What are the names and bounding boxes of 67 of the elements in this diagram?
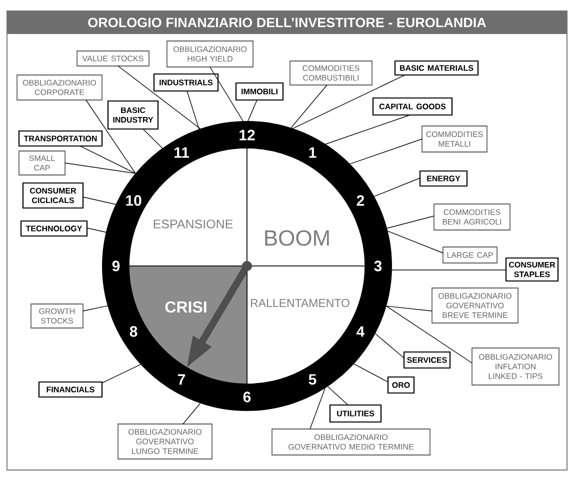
label-box: SERVICES <box>403 351 451 369</box>
label-box: CONSUMER STAPLES <box>505 257 559 282</box>
label-box: COMMODITIES BENI AGRICOLI <box>434 204 510 230</box>
label-box: UTILITIES <box>329 404 382 423</box>
clock-number: 10 <box>126 195 142 206</box>
clock-number: 3 <box>374 260 382 272</box>
clock-number: 7 <box>178 374 186 385</box>
clock-number: 5 <box>308 374 316 385</box>
leader-line <box>142 128 163 149</box>
clock-number: 6 <box>243 392 251 402</box>
leader-line <box>82 305 108 312</box>
leader-line <box>325 114 410 144</box>
leader-line <box>210 66 244 122</box>
clock-number: 4 <box>356 326 365 337</box>
leader-line <box>327 386 348 406</box>
label-box: ORO <box>387 376 415 394</box>
label-box: OBBLIGAZIONARIO GOVERNATIVO MEDIO TERMINE <box>272 428 430 456</box>
label-box: OBBLIGAZIONARIO GOVERNATIVO LUNGO TERMINE <box>118 424 212 460</box>
label-box: IMMOBILI <box>235 82 284 101</box>
leader-line <box>387 230 444 254</box>
label-box: INDUSTRIALS <box>153 73 219 92</box>
label-box: GROWTH STOCKS <box>30 304 84 328</box>
clock-number: 8 <box>130 326 138 337</box>
leader-line <box>86 100 136 174</box>
leader-line <box>350 138 422 164</box>
leader-line <box>310 388 326 430</box>
label-box: OBBLIGAZIONARIO GOVERNATIVO BREVE TERMINE <box>432 288 518 324</box>
label-box: VALUE STOCKS <box>76 50 150 66</box>
leader-line <box>102 364 141 384</box>
clock-number: 12 <box>240 130 255 140</box>
label-box: COMMODITIES COMBUSTIBILI <box>290 60 372 86</box>
leader-line <box>86 228 106 233</box>
label-box: SMALL CAP <box>18 150 66 176</box>
label-box: OBBLIGAZIONARIO HIGH YIELD <box>166 40 254 68</box>
clock-number: 1 <box>309 147 316 158</box>
leader-line <box>290 84 328 128</box>
clock-number: 9 <box>112 260 120 272</box>
clock-number: 2 <box>356 195 364 206</box>
label-box: TECHNOLOGY <box>20 220 88 237</box>
label-box: LARGE CAP <box>442 246 498 264</box>
label-box: BASIC MATERIALS <box>394 60 479 76</box>
leader-line <box>292 74 406 129</box>
label-box: BASIC INDUSTRY <box>107 100 159 130</box>
leader-line <box>386 306 472 364</box>
title-bar: OROLOGIO FINANZIARIO DELL’INVESTITORE - EUROLANDIA <box>7 11 567 34</box>
leader-line <box>182 402 201 424</box>
leader-line <box>374 333 404 358</box>
leader-line <box>386 216 434 229</box>
leader-line <box>248 100 258 122</box>
clock-number: 11 <box>174 147 189 158</box>
label-box: CAPITAL GOODS <box>372 97 453 116</box>
label-box: COMMODITIES METALLI <box>422 126 488 152</box>
clock-face <box>102 121 392 411</box>
leader-line <box>386 306 432 312</box>
leader-line <box>354 364 388 382</box>
leader-line <box>64 162 136 174</box>
label-box: OBBLIGAZIONARIO INFLATION LINKED - TIPS <box>472 348 560 386</box>
leader-line <box>374 178 420 197</box>
leader-line <box>186 90 200 130</box>
label-box: FINANCIALS <box>38 381 103 398</box>
leader-line <box>118 66 201 130</box>
label-box: OBBLIGAZIONARIO CORPORATE <box>16 74 102 100</box>
label-box: CONSUMER CICLICALS <box>22 182 84 209</box>
leader-line <box>82 196 116 205</box>
leader-line <box>80 146 136 174</box>
label-box: ENERGY <box>419 170 468 187</box>
label-box: TRANSPORTATION <box>18 130 103 147</box>
